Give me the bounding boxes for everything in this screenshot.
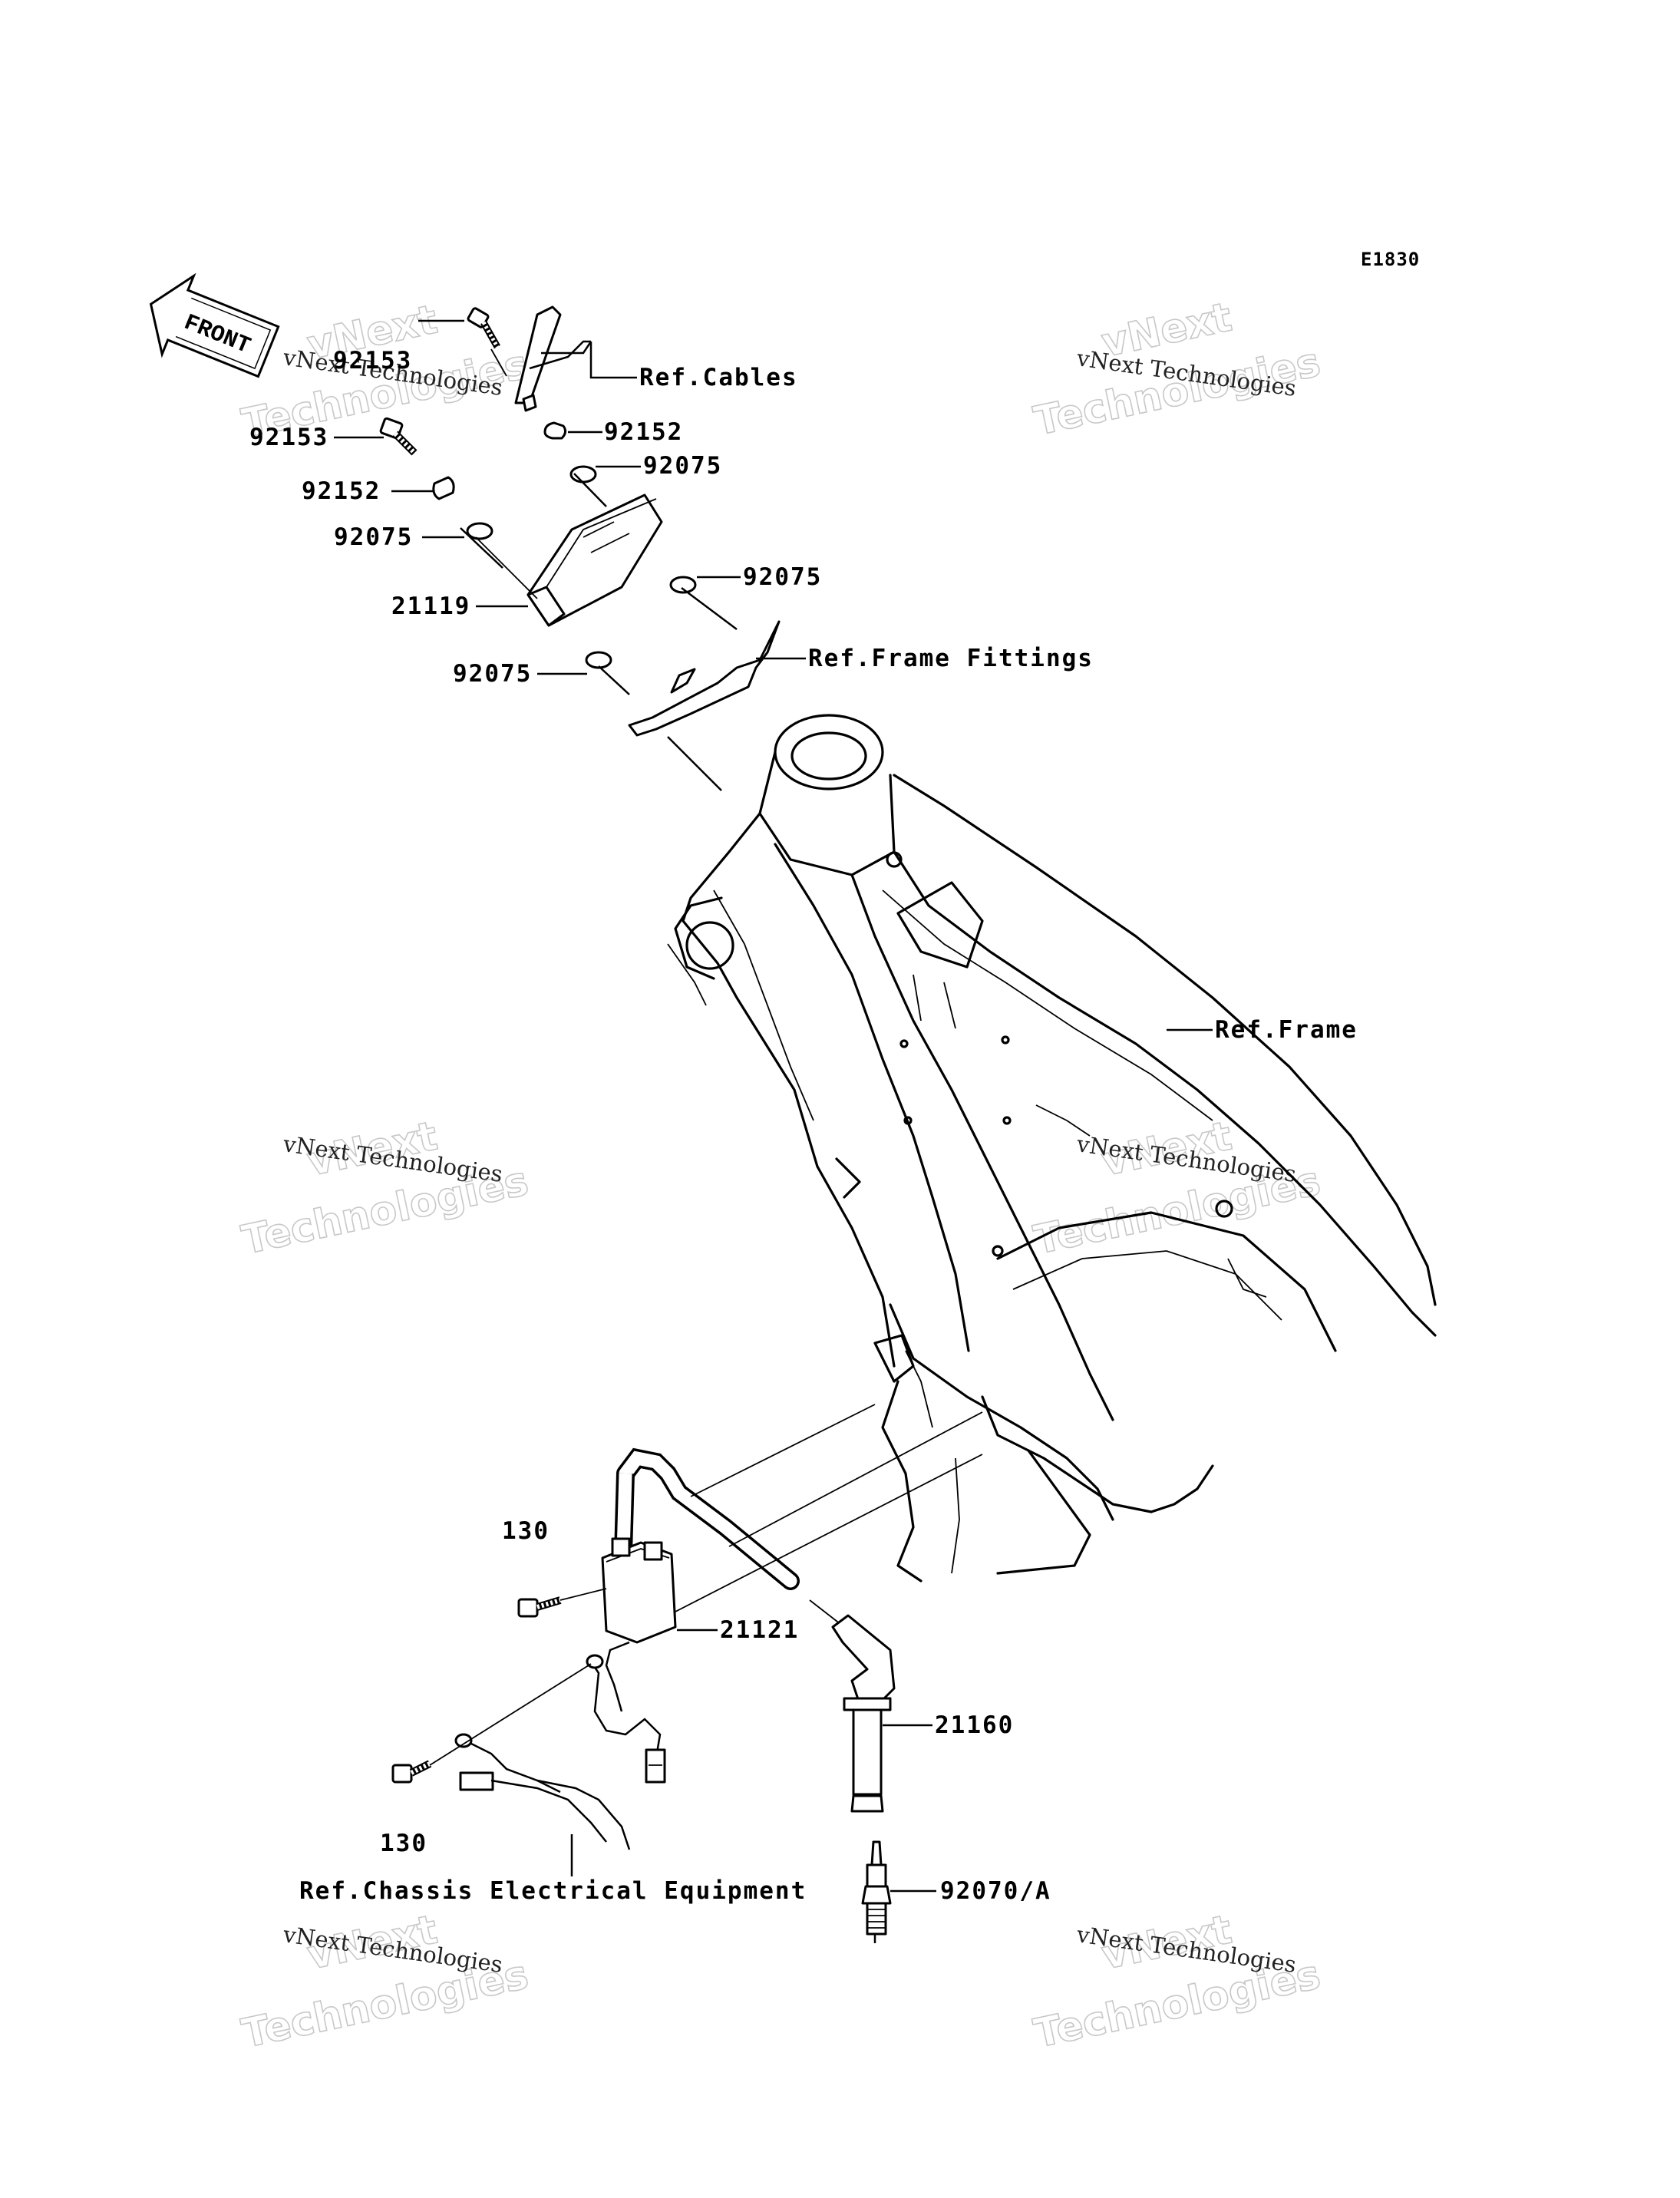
grommet-part [466, 522, 493, 540]
callout-21121: 21121 [720, 1616, 799, 1644]
cable-holder-tip [522, 394, 537, 412]
callout-92075-top: 92075 [643, 452, 722, 480]
ignition-group [391, 1404, 983, 1943]
callout-92070a: 92070/A [940, 1877, 1051, 1905]
watermark-tl: vNext Technologies vNext Technologies [237, 296, 533, 448]
callout-92153-upper: 92153 [333, 347, 412, 375]
callout-ref-cables: Ref.Cables [639, 364, 798, 391]
connector-part [645, 1748, 666, 1784]
diagram-code: E1830 [1361, 249, 1420, 270]
cable-holder-part [514, 305, 562, 404]
callout-21160: 21160 [935, 1711, 1014, 1739]
callout-92153-lower: 92153 [249, 424, 328, 451]
igniter-box [526, 493, 663, 627]
watermark-mr: vNext Technologies vNext Technologies [1029, 1113, 1325, 1265]
callout-92152-right: 92152 [604, 418, 683, 446]
callout-ref-chassis: Ref.Chassis Electrical Equipment [299, 1877, 807, 1905]
callout-130-lower: 130 [380, 1830, 427, 1857]
watermark-bl: vNext Technologies vNext Technologies [237, 1906, 533, 2058]
watermark-ml: vNext Technologies vNext Technologies [237, 1113, 533, 1265]
frame-drawing [667, 714, 1437, 1582]
callout-92152-left: 92152 [302, 477, 381, 505]
collar-part [543, 421, 567, 440]
collar-part [432, 476, 455, 500]
plug-cap [831, 1614, 896, 1813]
callout-ref-frame-fittings: Ref.Frame Fittings [808, 645, 1094, 672]
spark-plug [861, 1840, 892, 1943]
bolt-icon [467, 307, 500, 349]
connector-part [459, 1771, 494, 1791]
watermark-br: vNext Technologies vNext Technologies [1029, 1906, 1325, 2058]
callout-130-upper: 130 [502, 1517, 550, 1545]
callout-21119: 21119 [391, 592, 470, 620]
callout-92075-bottom: 92075 [453, 660, 532, 688]
bolt-icon [517, 1596, 562, 1618]
front-arrow-icon: FRONT [149, 272, 280, 378]
callout-ref-frame: Ref.Frame [1215, 1016, 1358, 1044]
bolt-icon [379, 417, 418, 456]
callout-92075-right: 92075 [743, 563, 822, 591]
bolt-icon [391, 1760, 432, 1784]
callout-92075-left: 92075 [334, 523, 413, 551]
watermark-group: vNext Technologies vNext Technologies vN… [237, 294, 1325, 2058]
frame-fitting-bracket [628, 620, 781, 737]
ignition-coil [601, 1537, 677, 1712]
igniter-group [379, 305, 781, 791]
callout-labels: 92153 Ref.Cables 92152 92153 92075 92152… [249, 347, 1358, 1905]
leader-lines [334, 319, 1213, 1893]
grommet-part [585, 651, 612, 669]
watermark-tr: vNext Technologies vNext Technologies [1029, 294, 1325, 446]
grommet-part [669, 576, 697, 594]
